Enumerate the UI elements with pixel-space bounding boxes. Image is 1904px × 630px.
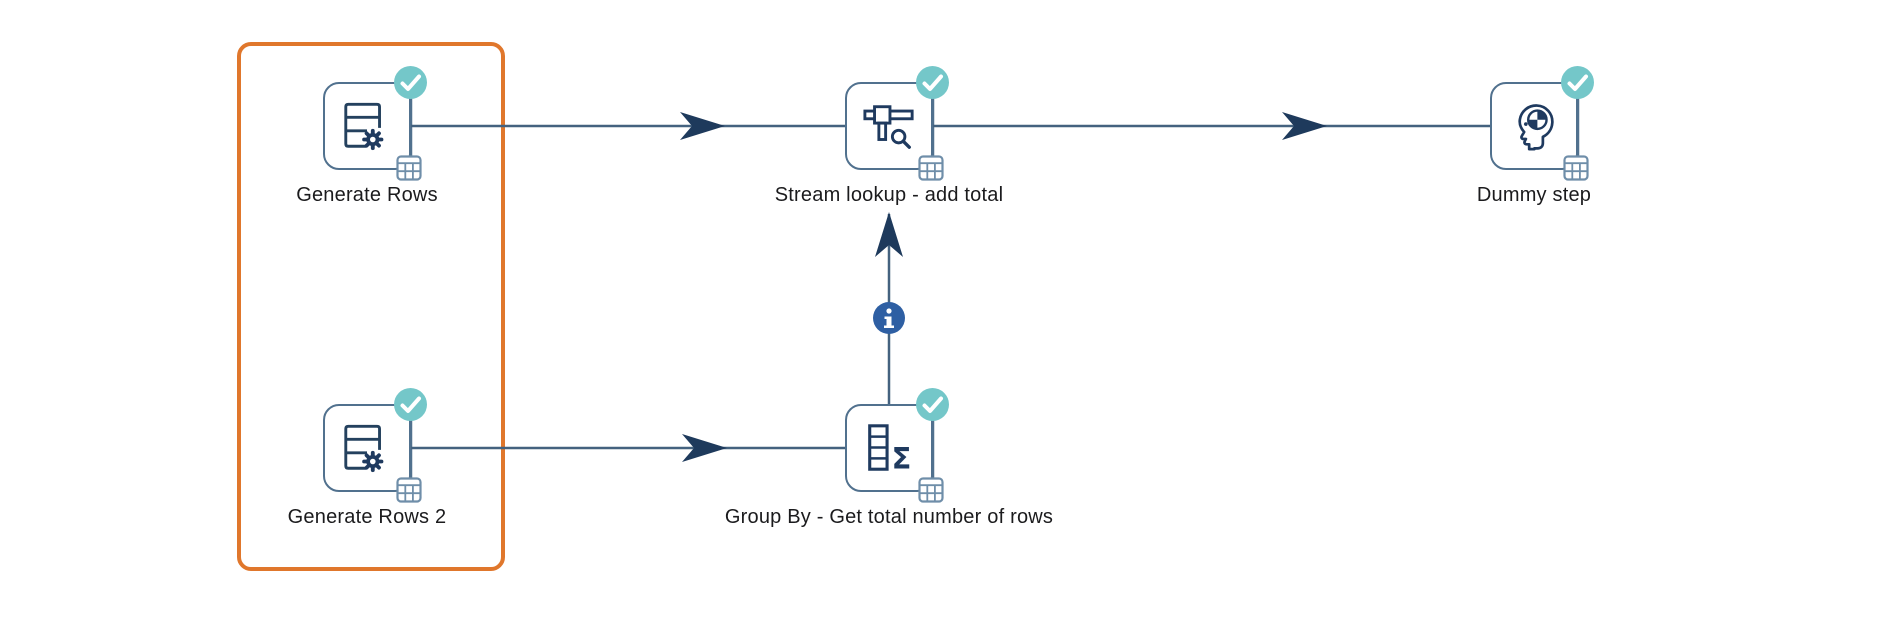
step-label: Group By - Get total number of rows [724,506,1054,528]
globe-icon [1527,109,1548,131]
check-icon [922,74,943,91]
step-label: Stream lookup - add total [774,184,1004,206]
stream-lookup-icon [863,105,914,149]
generate-rows-icon [344,424,384,473]
step-label: Generate Rows 2 [287,506,447,528]
selection-rectangle [237,42,505,571]
status-check-badge [394,66,427,99]
hop-arrowheads [680,112,1327,462]
sigma-glyph: Σ [892,441,912,475]
step-dummy[interactable]: Dummy step [1477,66,1594,206]
check-icon [400,396,421,413]
data-grid-icon[interactable] [396,477,422,503]
step-group-by[interactable]: Σ Group By - Get total number of rows [725,388,1053,528]
node-edge-stems [409,82,1580,492]
check-icon [400,74,421,91]
generate-rows-icon [344,102,384,151]
step-label: Generate Rows [296,184,438,206]
dummy-step-icon [1518,104,1554,151]
hop-info-badge[interactable] [873,302,905,334]
step-generate-rows-2[interactable]: Generate Rows 2 [288,388,446,528]
step-generate-rows[interactable]: Generate Rows [296,66,438,206]
check-icon [1567,74,1588,91]
gear-icon [362,128,384,151]
hop-lines [411,124,1490,450]
step-stream-lookup[interactable]: Stream lookup - add total [775,66,1003,206]
step-stream-lookup-box[interactable] [845,82,933,170]
status-check-badge [1561,66,1594,99]
data-grid-icon[interactable] [918,155,944,181]
data-grid-icon[interactable] [1563,155,1589,181]
step-label: Dummy step [1476,184,1592,206]
status-check-badge [916,388,949,421]
data-grid-icon[interactable] [396,155,422,181]
eye-dot [1523,122,1528,126]
step-group-by-box[interactable]: Σ [845,404,933,492]
gear-icon [362,450,384,473]
magnifier-icon [890,128,911,149]
data-grid-icon[interactable] [918,477,944,503]
status-check-badge [394,388,427,421]
step-dummy-box[interactable] [1490,82,1578,170]
status-check-badge [916,66,949,99]
step-generate-rows-2-box[interactable] [323,404,411,492]
info-icon [884,308,894,328]
check-icon [922,396,943,413]
step-generate-rows-box[interactable] [323,82,411,170]
group-by-icon: Σ [868,424,912,475]
